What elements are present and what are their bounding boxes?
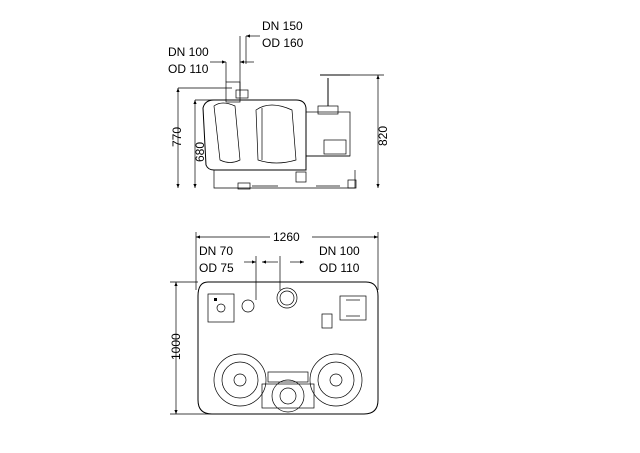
top-view: 1260 DN 70 OD 75 DN 100 OD 110 (169, 230, 379, 415)
tank-top-outline (197, 281, 379, 415)
top-inlet-od: OD 110 (319, 261, 360, 275)
top-vent-dn: DN 70 (199, 244, 233, 258)
side-inlet-dn: DN 100 (168, 45, 209, 59)
dim-770: 770 (170, 127, 184, 147)
inlet-port-inner (279, 290, 295, 306)
dim-depth: 1000 (169, 333, 183, 360)
side-inlet-od: OD 110 (168, 62, 209, 76)
top-vent-od: OD 75 (199, 261, 234, 275)
service-hatch (339, 295, 367, 321)
tank-inner-lobe-right (255, 104, 297, 164)
pump-top-flange (317, 105, 339, 115)
control-box (207, 293, 235, 323)
side-view: DN 150 OD 160 DN 100 OD 110 770 680 820 (168, 19, 390, 190)
inlet-pipe (225, 81, 241, 103)
dim-820: 820 (376, 126, 390, 146)
level-sensor (321, 313, 333, 329)
dim-680: 680 (193, 142, 207, 162)
pump-right (309, 353, 363, 407)
foot-right (347, 179, 357, 189)
vent-port (241, 299, 255, 313)
motor-body (323, 139, 347, 155)
pump-left (213, 353, 267, 407)
control-screw (214, 298, 217, 301)
inlet-port-outer (276, 287, 298, 309)
foot-mid (295, 171, 307, 183)
control-knob (216, 303, 226, 313)
inlet-coupling (235, 89, 249, 99)
side-outlet-od: OD 160 (262, 36, 304, 50)
dim-width: 1260 (273, 230, 300, 244)
tank-base (213, 170, 356, 189)
foot-left (237, 182, 251, 190)
discharge-junction (261, 371, 315, 413)
pump-housing (305, 111, 351, 157)
top-inlet-dn: DN 100 (319, 244, 360, 258)
tank-inner-lobe-left (213, 102, 241, 163)
tank-body-outline (202, 99, 307, 171)
side-outlet-dn: DN 150 (262, 19, 303, 33)
